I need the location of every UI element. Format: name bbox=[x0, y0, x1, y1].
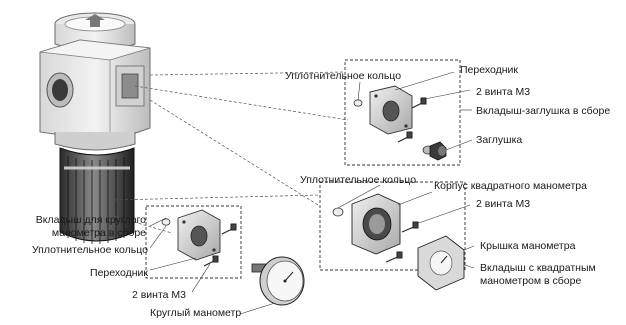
label-adapter-left: Переходник bbox=[90, 267, 148, 279]
adapter-left-part bbox=[177, 209, 221, 261]
regulator-body bbox=[39, 12, 151, 244]
label-round-gauge-insert-line1: Вкладыш для круглого bbox=[35, 214, 146, 226]
label-square-gauge-insert-line1: Вкладыш с квадратным bbox=[480, 262, 596, 274]
screws-m3-middle-part bbox=[385, 221, 419, 263]
screws-m3-left-part bbox=[203, 223, 237, 267]
label-plug-insert-assembly: Вкладыш-заглушка в сборе bbox=[476, 105, 611, 117]
label-square-gauge-body: Корпус квадратного манометра bbox=[434, 180, 587, 192]
label-plug: Заглушка bbox=[476, 134, 523, 146]
gauge-cover-part bbox=[417, 235, 465, 291]
explosion-lines bbox=[109, 71, 349, 234]
round-gauge-part bbox=[251, 256, 305, 306]
label-gauge-cover: Крышка манометра bbox=[480, 240, 576, 252]
label-screws-m3-left: 2 винта М3 bbox=[131, 289, 186, 301]
square-gauge-body-part bbox=[351, 193, 401, 255]
plug-insert-group-box bbox=[344, 59, 461, 166]
label-adapter-top: Переходник bbox=[460, 64, 518, 76]
plug-part bbox=[422, 141, 447, 161]
label-screws-m3-middle: 2 винта М3 bbox=[476, 198, 531, 210]
adapter-top-part bbox=[369, 85, 413, 135]
label-seal-ring-middle: Уплотнительное кольцо bbox=[300, 174, 417, 186]
seal-ring-left-part bbox=[161, 218, 171, 226]
label-square-gauge-insert-line2: манометром в сборе bbox=[480, 275, 582, 287]
round-gauge-group-box bbox=[145, 205, 242, 279]
label-round-gauge: Круглый манометр bbox=[150, 307, 242, 319]
leader-lines bbox=[149, 71, 475, 315]
screws-m3-top-part bbox=[397, 97, 427, 143]
label-seal-ring-left: Уплотнительное кольцо bbox=[31, 244, 148, 256]
square-gauge-group-box bbox=[319, 181, 466, 271]
label-screws-m3-top: 2 винта М3 bbox=[476, 86, 531, 98]
label-round-gauge-insert-line2: манометра в сборе bbox=[51, 227, 146, 239]
seal-ring-middle-part bbox=[332, 207, 344, 217]
seal-ring-top-part bbox=[353, 99, 363, 107]
label-seal-ring-top: Уплотнительное кольцо bbox=[285, 70, 402, 82]
